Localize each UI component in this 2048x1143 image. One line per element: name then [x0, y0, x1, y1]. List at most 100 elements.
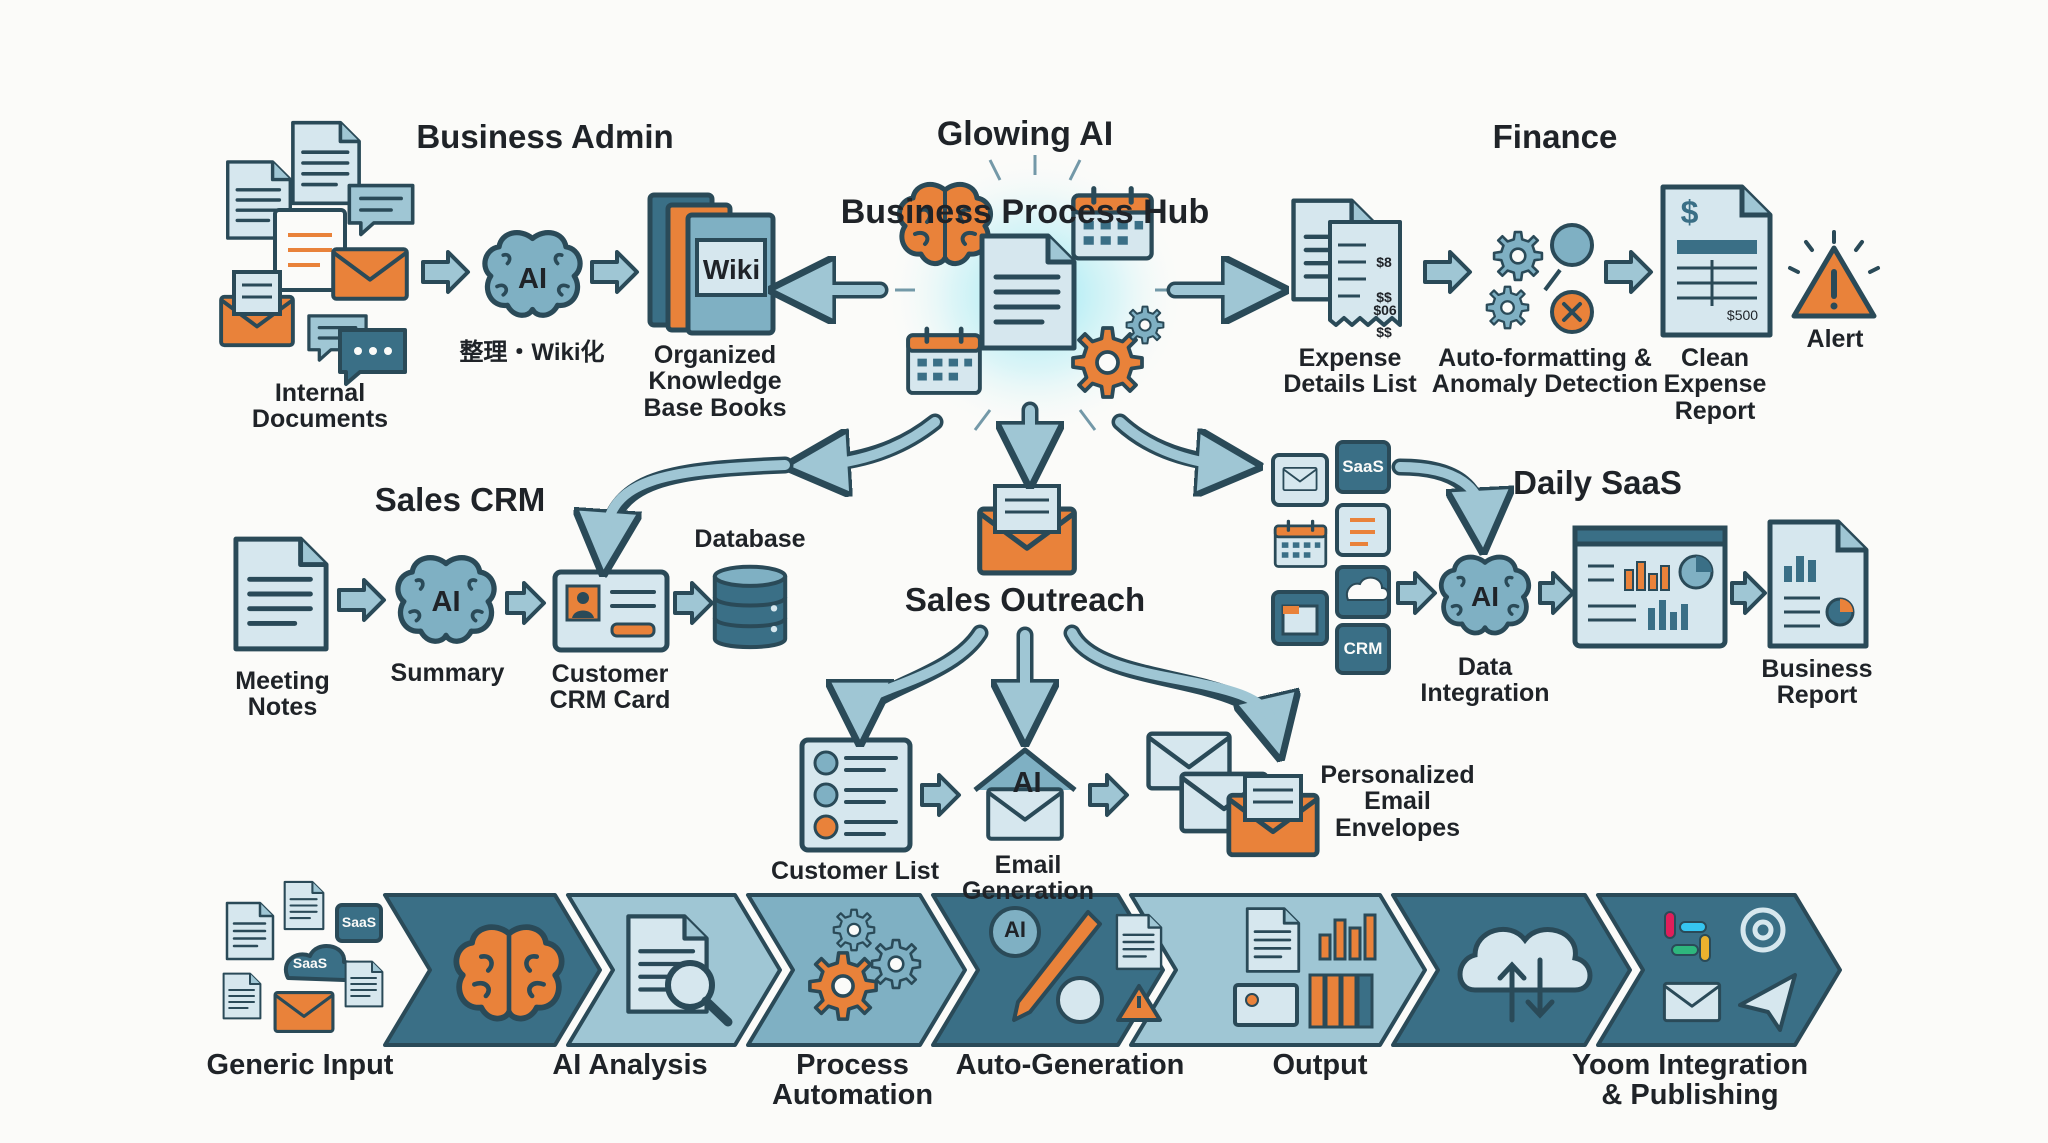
- report-amount: $500: [1726, 307, 1759, 323]
- customer-list-label: Customer List: [770, 857, 940, 885]
- ai-badge: AI: [1004, 917, 1026, 942]
- integration-icons: [1662, 907, 1797, 1032]
- pipeline-step-label: Output: [1272, 1049, 1368, 1081]
- saas-tile-grid: [1271, 440, 1391, 675]
- ai-badge: AI: [1471, 581, 1499, 612]
- clean-report-icon: [1660, 184, 1773, 338]
- wiki-step-label: 整理・Wiki化: [459, 339, 605, 366]
- personalized-envelopes-icon: [1149, 734, 1318, 855]
- email-generation-label: Email Generation: [962, 851, 1094, 906]
- ai-badge: AI: [1012, 767, 1042, 799]
- title-line-2: Business Process Hub: [840, 193, 1210, 232]
- gear-icon: [832, 908, 876, 952]
- receipt-amount: $8: [1376, 253, 1392, 270]
- saas-tag: SaaS: [292, 955, 328, 971]
- notepad-icon: [273, 208, 347, 292]
- arrow: [1730, 571, 1767, 615]
- clean-report-label: Clean Expense Report: [1663, 344, 1767, 425]
- alert-icon: [1788, 230, 1880, 319]
- crm-tile-label: CRM: [1343, 639, 1383, 658]
- receipt-amount: $$: [1376, 323, 1392, 340]
- pipeline-step-label: AI Analysis: [552, 1049, 708, 1081]
- receipt-total: $06: [1373, 302, 1397, 318]
- arrow: [1604, 250, 1653, 294]
- arrow: [590, 250, 639, 294]
- hub-gear-small-icon: [1125, 305, 1165, 345]
- pipeline-step-label: Auto-Generation: [955, 1049, 1185, 1081]
- expense-receipt-front-icon: [1328, 220, 1402, 327]
- arrow: [1538, 571, 1575, 615]
- chat-typing-icon: [338, 328, 407, 386]
- gear-icon: [1492, 230, 1544, 282]
- receipt-amount: $$: [1376, 288, 1392, 305]
- small-arrows: [337, 250, 1767, 817]
- doc-search-icon: [628, 916, 733, 1027]
- auto-format-label: Auto-formatting & Anomaly Detection: [1431, 344, 1659, 399]
- arrow: [1423, 250, 1472, 294]
- hub-calendar-small-icon: [908, 329, 980, 393]
- internal-documents-label: Internal Documents: [251, 379, 389, 434]
- gear-icon: [870, 938, 922, 990]
- arrow: [1063, 624, 1275, 735]
- daily-saas-group: [1271, 440, 1869, 675]
- arrow: [920, 773, 961, 817]
- wiki-book-label: Wiki: [702, 254, 761, 285]
- crm-card-icon: [552, 569, 670, 653]
- email-open-icon: [221, 270, 293, 345]
- business-report-icon: [1767, 519, 1869, 649]
- arrow: [505, 581, 546, 625]
- slack-icon: [1664, 911, 1711, 962]
- database-icon: [715, 567, 785, 647]
- sales-crm-title: Sales CRM: [374, 481, 546, 518]
- expense-list-label: Expense Details List: [1283, 344, 1417, 399]
- receipt-amounts: $8 $$ $$: [1372, 236, 1396, 359]
- pipeline-step-label: Process Automation: [771, 1049, 934, 1112]
- generic-input-icons: [222, 880, 384, 1034]
- business-admin-title: Business Admin: [416, 118, 674, 155]
- arrow: [421, 250, 470, 294]
- personalized-envelopes-label: Personalized Email Envelopes: [1320, 761, 1475, 842]
- pipeline-step-label: Yoom Integration & Publishing: [1571, 1049, 1809, 1112]
- brain-icon: [456, 927, 561, 1018]
- chat-bubble-icon: [347, 183, 415, 237]
- dashboard-icon: [1572, 525, 1728, 649]
- knowledge-base-label: Organized Knowledge Base Books: [643, 341, 787, 422]
- database-label: Database: [694, 525, 806, 553]
- title-line-1: Glowing AI: [936, 115, 1114, 154]
- customer-list-icon: [799, 737, 913, 853]
- ai-badge: AI: [431, 586, 461, 618]
- arrow: [1396, 571, 1437, 615]
- daily-saas-title: Daily SaaS: [1513, 464, 1682, 501]
- output-icons: [1233, 907, 1377, 1029]
- at-sign-icon: [1740, 907, 1786, 953]
- crm-card-label: Customer CRM Card: [549, 660, 671, 715]
- arrow: [1088, 773, 1129, 817]
- sales-outreach-group: [799, 484, 1318, 855]
- finance-title: Finance: [1492, 118, 1618, 155]
- anomaly-detect-icon: [1543, 223, 1594, 334]
- gear-icon: [808, 951, 878, 1021]
- sales-crm-group: [236, 539, 785, 653]
- flow-arrows-inner: [600, 285, 1487, 727]
- gear-icon: [1485, 285, 1530, 330]
- data-integration-label: Data Integration: [1420, 653, 1550, 708]
- arrow: [673, 581, 714, 625]
- send-icon: [1738, 973, 1797, 1032]
- auto-generation-icons: [989, 906, 1163, 1024]
- ai-badge: AI: [518, 263, 547, 295]
- pipeline-icons: [456, 906, 1797, 1032]
- sales-outreach-title: Sales Outreach: [904, 581, 1146, 618]
- email-envelope-icon: [333, 249, 407, 299]
- business-report-label: Business Report: [1761, 655, 1873, 710]
- meeting-notes-icon: [236, 539, 326, 649]
- pipeline-step-label: Generic Input: [206, 1049, 394, 1081]
- summary-label: Summary: [390, 659, 505, 687]
- arrow: [337, 578, 386, 622]
- alert-label: Alert: [1806, 325, 1864, 353]
- meeting-notes-label: Meeting Notes: [235, 667, 330, 722]
- saas-tile-label: SaaS: [1342, 457, 1384, 476]
- outreach-envelope-icon: [980, 484, 1075, 573]
- cloud-sync-icon: [1457, 926, 1593, 1023]
- mail-icon: [1662, 981, 1722, 1023]
